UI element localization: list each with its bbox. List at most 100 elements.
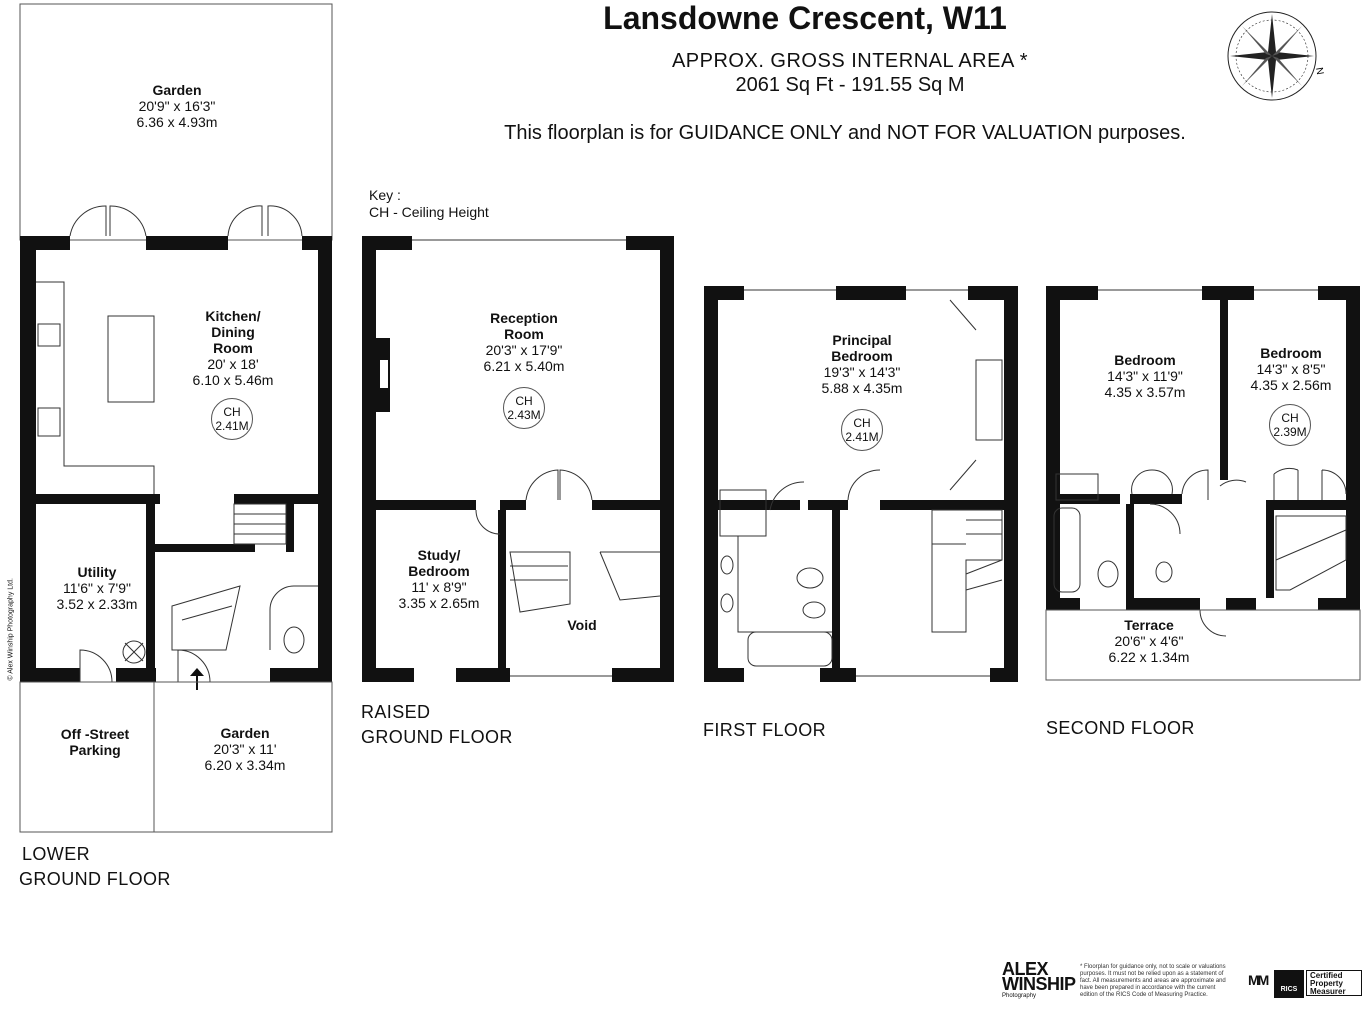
wall (270, 668, 332, 682)
wall (500, 500, 526, 510)
room-metric: 4.35 x 2.56m (1250, 377, 1332, 393)
room-metric: 3.52 x 2.33m (56, 596, 138, 612)
wall (592, 500, 660, 510)
wall (1130, 494, 1182, 504)
logo-line: ALEX (1002, 959, 1049, 979)
ceiling-height-badge: CH 2.43M (503, 387, 545, 429)
room-name: Principal (832, 332, 892, 348)
wall (20, 236, 70, 250)
wall (1346, 286, 1360, 610)
cert-line: Certified (1310, 971, 1343, 980)
room-off-street-parking: Off -Street Parking (61, 726, 129, 758)
copyright-notice: © Alex Winship Photography Ltd. (7, 578, 15, 681)
hob (37, 323, 61, 347)
key-entry-ch: CH - Ceiling Height (369, 204, 489, 220)
wall (376, 500, 476, 510)
bidet (802, 601, 826, 619)
room-name: Terrace (1124, 617, 1174, 633)
wall (1060, 494, 1120, 504)
room-metric: 4.35 x 3.57m (1104, 384, 1186, 400)
wardrobe-doors (1131, 469, 1173, 495)
wall (155, 544, 255, 552)
room-terrace: Terrace 20'6" x 4'6" 6.22 x 1.34m (1109, 617, 1190, 665)
wall (704, 668, 744, 682)
room-name: Bedroom (1260, 345, 1322, 361)
room-name: Utility (77, 564, 117, 580)
wall (1202, 286, 1254, 300)
room-name: Bedroom (831, 348, 893, 364)
ceiling-height-badge: CH 2.41M (841, 409, 883, 451)
door (1149, 503, 1181, 535)
room-metric: 6.20 x 3.34m (204, 757, 286, 773)
room-name: Room (213, 340, 253, 356)
wall (1266, 500, 1346, 510)
second-floor-label: SECOND FLOOR (1046, 718, 1195, 738)
room-study-bedroom: Study/ Bedroom 11' x 8'9" 3.35 x 2.65m (399, 547, 480, 611)
room-utility: Utility 11'6" x 7'9" 3.52 x 2.33m (57, 564, 138, 612)
ch-label: CH (853, 416, 871, 430)
room-name: Kitchen/ (205, 308, 261, 324)
wall (36, 494, 160, 504)
wall (718, 500, 800, 510)
ch-value: 2.43M (507, 408, 541, 422)
wall (626, 236, 674, 250)
first-floor-plan (704, 286, 1018, 682)
shower (1055, 473, 1099, 501)
wardrobes (949, 299, 1003, 491)
wall (1318, 598, 1360, 610)
room-name: Parking (69, 742, 121, 758)
front-area-outline (19, 681, 333, 833)
boiler-cross (124, 642, 144, 662)
logo-line: WINSHIP (1002, 974, 1076, 994)
door (1181, 469, 1247, 500)
wall (968, 286, 1018, 300)
second-floor-plan (1045, 286, 1361, 681)
terrace-outline (1045, 609, 1361, 681)
rics-badge: RICS (1274, 970, 1304, 998)
floor-label-line: LOWER (22, 844, 91, 864)
door (769, 481, 805, 511)
ch-value: 2.41M (845, 430, 879, 444)
room-kitchen-dining: Kitchen/ Dining Room 20' x 18' 6.10 x 5.… (193, 308, 274, 388)
gross-area-label: APPROX. GROSS INTERNAL AREA * (671, 50, 1029, 72)
kitchen-units (36, 281, 155, 494)
page-title: Lansdowne Crescent, W11 (603, 0, 1007, 36)
french-doors (227, 205, 303, 237)
room-imperial: 19'3" x 14'3" (823, 364, 901, 380)
door (79, 649, 113, 683)
french-doors (69, 205, 147, 237)
wall (362, 236, 376, 682)
room-metric: 5.88 x 4.35m (821, 380, 903, 396)
ch-label: CH (1281, 411, 1299, 425)
rics-certification: MM RICS Certified Property Measurer (1246, 966, 1364, 1000)
room-metric: 6.22 x 1.34m (1108, 649, 1190, 665)
bath (1053, 507, 1081, 593)
alex-winship-logo: ALEX WINSHIP Photography (1002, 959, 1078, 1000)
room-name: Study/ (417, 547, 461, 563)
wall (1046, 286, 1060, 610)
door (847, 469, 881, 501)
ceiling-height-badge: CH 2.41M (211, 398, 253, 440)
wall (234, 494, 318, 504)
room-imperial: 11'6" x 7'9" (63, 580, 131, 596)
wall (1220, 300, 1228, 480)
ch-value: 2.41M (215, 419, 249, 433)
room-imperial: 20' x 18' (207, 356, 259, 372)
sink (37, 407, 61, 437)
terrace-door (1199, 609, 1227, 637)
wall (20, 668, 80, 682)
logo-sub: Photography (1002, 993, 1037, 999)
measurement-disclaimer: * Floorplan for guidance only, not to sc… (1080, 964, 1226, 998)
room-name: Bedroom (408, 563, 470, 579)
bath (747, 631, 833, 667)
stair-void (509, 551, 661, 613)
wall (498, 510, 506, 668)
raised-ground-floor-plan (362, 236, 674, 682)
room-imperial: 11' x 8'9" (411, 579, 467, 595)
ch-value: 2.39M (1273, 425, 1307, 439)
wall (146, 236, 228, 250)
wall (362, 668, 414, 682)
room-name: Void (567, 617, 597, 633)
compass-rose-icon: N (1227, 11, 1325, 101)
certified-property-measurer: Certified Property Measurer (1306, 970, 1362, 996)
